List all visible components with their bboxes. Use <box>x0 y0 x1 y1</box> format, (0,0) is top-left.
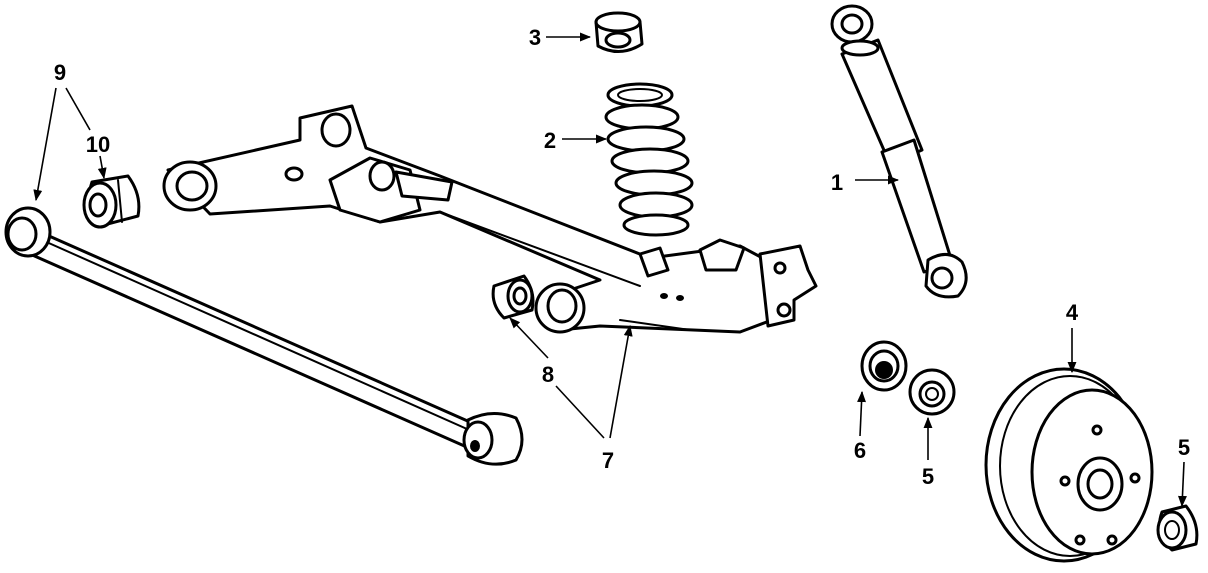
bushing-10 <box>82 174 141 229</box>
lateral-rod <box>4 206 524 466</box>
shock-absorber <box>830 4 968 299</box>
bearing-5a <box>908 368 956 416</box>
callout-3: 3 <box>529 25 541 50</box>
callout-1: 1 <box>831 170 843 195</box>
callout-5a: 5 <box>922 464 934 489</box>
callout-7: 7 <box>602 448 614 473</box>
callouts: 1 2 3 4 5 5 6 7 8 9 10 <box>54 25 1190 489</box>
callout-4: 4 <box>1066 300 1079 325</box>
callout-10: 10 <box>86 132 110 157</box>
leader-lines <box>33 32 1187 508</box>
bushing-8 <box>491 274 535 320</box>
brake-drum <box>984 367 1154 563</box>
axle-beam-assembly <box>162 104 818 334</box>
spring-insulator <box>594 11 644 53</box>
callout-2: 2 <box>544 128 556 153</box>
oil-seal <box>860 340 908 392</box>
callout-6: 6 <box>854 438 866 463</box>
callout-9: 9 <box>54 60 66 85</box>
coil-spring <box>604 82 694 237</box>
callout-5b: 5 <box>1178 435 1190 460</box>
bearing-5b <box>1156 504 1199 552</box>
callout-8: 8 <box>542 362 554 387</box>
